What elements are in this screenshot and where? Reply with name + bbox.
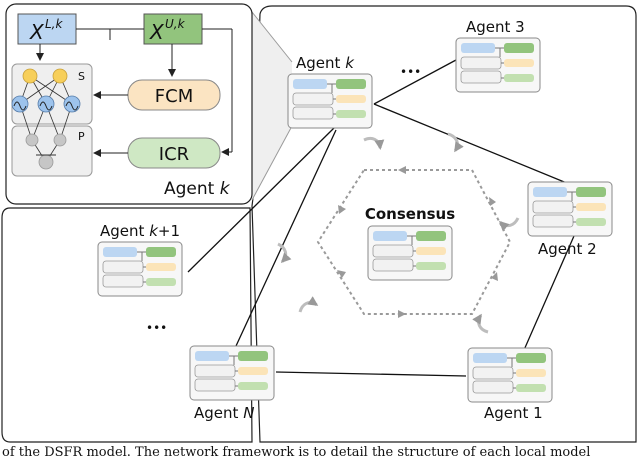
ellipsis-left: •••: [146, 321, 167, 335]
agent-links: [187, 59, 575, 377]
agent-k1-label: Agent k+1: [100, 222, 180, 240]
s-node: [52, 68, 68, 84]
agent-n-label: Agent N: [194, 404, 254, 422]
figure-caption: of the DSFR model. The network framework…: [2, 445, 590, 458]
zoom-callout: [252, 12, 292, 200]
p-layer-label: P: [78, 130, 85, 143]
x-lower-box: [17, 13, 77, 45]
agent-1-label: Agent 1: [484, 404, 543, 422]
agent-1-model: [467, 347, 553, 403]
consensus-model: [367, 225, 453, 281]
s-layer-label: S: [78, 70, 85, 83]
s-node: [22, 68, 38, 84]
s-node: [11, 95, 29, 113]
s-node: [63, 95, 81, 113]
p-node: [53, 133, 67, 147]
agent-k-model: [287, 73, 373, 129]
agent-2-label: Agent 2: [538, 240, 597, 258]
x-upper-symbol: X: [149, 20, 165, 44]
consensus-label: Consensus: [365, 205, 455, 223]
ellipsis-top: •••: [400, 65, 421, 79]
p-node: [38, 154, 54, 170]
s-node: [37, 95, 55, 113]
p-node: [25, 133, 39, 147]
x-lower-superscript: L,k: [45, 17, 64, 31]
agent-3-label: Agent 3: [466, 18, 525, 36]
agent-2-model: [527, 181, 613, 237]
x-upper-superscript: U,k: [165, 17, 186, 31]
x-lower-symbol: X: [29, 20, 45, 44]
consensus-ring: [316, 169, 512, 315]
inset-title: Agent k: [164, 179, 231, 199]
agent-k-detail-panel: X L,k X U,k FCM ICR S P: [5, 3, 253, 205]
ring-arrow-heads: [337, 166, 498, 318]
agent-3-model: [455, 37, 541, 93]
agent-n-model: [189, 345, 275, 401]
icr-label: ICR: [159, 144, 189, 165]
agent-k-label: Agent k: [296, 54, 355, 72]
x-upper-box: [143, 13, 203, 45]
fcm-label: FCM: [155, 86, 193, 107]
agent-k1-model: [97, 241, 183, 297]
